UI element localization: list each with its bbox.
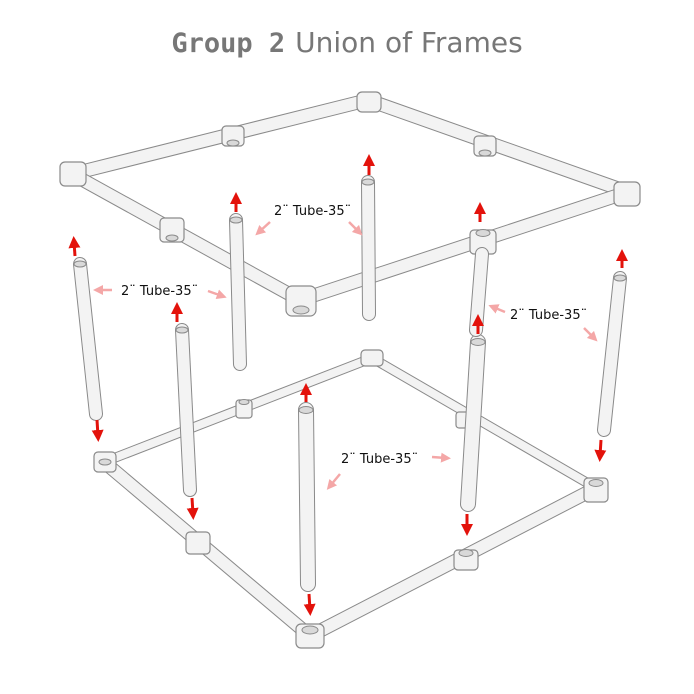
- pink-arrow-icon: [348, 221, 363, 236]
- top-connector-tee-back-left: [221, 125, 245, 147]
- red-arrow-down-icon: [303, 593, 316, 616]
- red-arrow-down-icon: [186, 497, 199, 520]
- red-arrow-up-icon: [68, 236, 81, 257]
- top-connector-back-corner: [356, 91, 382, 113]
- assembly-arrows: [68, 154, 628, 616]
- bottom-frame: [93, 349, 609, 649]
- top-connector-left-corner: [59, 161, 87, 187]
- tube-label: 2¨ Tube-35¨: [121, 284, 198, 299]
- top-connector-right-corner: [613, 181, 641, 207]
- callout-front: 2¨ Tube-35¨: [326, 452, 451, 490]
- tube-far-left: [73, 257, 103, 421]
- top-connector-tee-back-right: [473, 135, 497, 157]
- red-arrow-down-icon: [594, 439, 607, 462]
- pink-arrow-icon: [255, 221, 271, 236]
- tube-back-center: [361, 175, 376, 321]
- tube-far-right: [597, 271, 627, 437]
- tube-front-left: [175, 323, 197, 497]
- tube-front-right: [460, 334, 486, 512]
- pink-arrow-icon: [431, 452, 451, 463]
- title-subtitle: Union of Frames: [295, 26, 523, 59]
- pink-arrow-icon: [326, 473, 341, 490]
- callout-right: 2¨ Tube-35¨: [488, 304, 598, 342]
- bottom-connector-tee-left: [235, 399, 253, 419]
- title-group-number: Group 2: [171, 28, 286, 59]
- bottom-connector-front-corner: [295, 623, 325, 649]
- bottom-connector-tee-front-left: [185, 531, 211, 555]
- tube-label: 2¨ Tube-35¨: [341, 452, 418, 467]
- pink-arrow-icon: [207, 289, 227, 300]
- tube-label: 2¨ Tube-35¨: [274, 204, 351, 219]
- top-connector-tee-front-left: [159, 217, 185, 243]
- tube-label: 2¨ Tube-35¨: [510, 308, 587, 323]
- callout-back: 2¨ Tube-35¨: [255, 204, 363, 236]
- vertical-tubes: [73, 175, 627, 592]
- bottom-connector-left-corner: [93, 451, 117, 473]
- pink-arrow-icon: [583, 327, 598, 342]
- tube-front-center: [298, 402, 316, 592]
- callout-left: 2¨ Tube-35¨: [93, 284, 227, 300]
- bottom-connector-right-corner: [583, 477, 609, 503]
- page-title: Group 2 Union of Frames: [0, 26, 694, 59]
- tube-back-left: [229, 213, 247, 371]
- top-frame: [59, 91, 641, 317]
- bottom-connector-back-corner: [360, 349, 384, 367]
- tube-right-center: [469, 247, 489, 337]
- top-connector-front-corner: [285, 285, 317, 317]
- pink-arrow-icon: [488, 304, 506, 314]
- bottom-connector-tee-front-right: [453, 549, 479, 571]
- red-arrow-down-icon: [91, 419, 104, 442]
